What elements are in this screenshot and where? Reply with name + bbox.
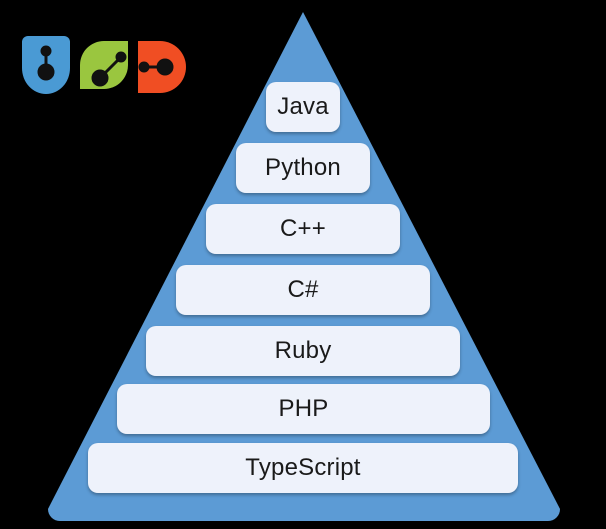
pyramid-tier-label: Python: [265, 154, 341, 181]
pyramid-tier-label: Ruby: [274, 337, 332, 364]
diagonal-node-link: [91, 51, 127, 87]
horizontal-node-link: [138, 58, 174, 76]
pyramid-tier-java[interactable]: Java: [266, 82, 340, 132]
d-letter-mark: [138, 41, 186, 93]
pyramid-tier-php[interactable]: PHP: [117, 384, 490, 434]
pyramid-tier-label: C#: [287, 276, 319, 303]
pyramid-tier-python[interactable]: Python: [236, 143, 370, 193]
leaf-mark: [80, 41, 128, 89]
pyramid-tier-label: C++: [280, 215, 326, 242]
pyramid-tier-c-[interactable]: C++: [206, 204, 400, 254]
pyramid-tier-c-[interactable]: C#: [176, 265, 430, 315]
pyramid-tier-ruby[interactable]: Ruby: [146, 326, 460, 376]
vertical-node-link: [37, 45, 55, 81]
pyramid-tier-label: TypeScript: [245, 454, 361, 481]
pyramid-tier-typescript[interactable]: TypeScript: [88, 443, 518, 493]
pyramid-tier-label: PHP: [278, 395, 329, 422]
app-logo: [20, 34, 192, 96]
pyramid-tier-label: Java: [277, 93, 329, 120]
logo-svg: [22, 36, 186, 94]
shield-mark: [22, 36, 70, 94]
